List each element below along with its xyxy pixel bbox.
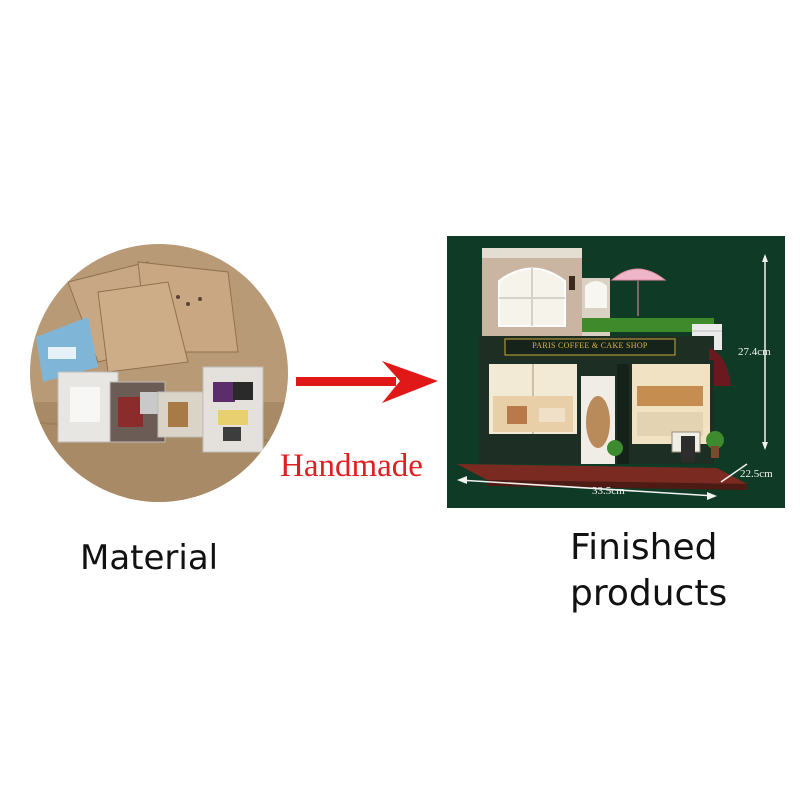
height-dimension: 27.4cm <box>738 346 771 358</box>
handmade-label: Handmade <box>280 448 423 484</box>
width-dimension: 33.5cm <box>592 485 625 497</box>
finished-label-line1: Finished <box>570 527 718 568</box>
right-arrow-icon <box>296 361 438 403</box>
material-photo <box>30 244 288 502</box>
finished-product-photo <box>447 236 785 508</box>
shop-sign-text: PARIS COFFEE & CAKE SHOP <box>532 341 648 350</box>
finished-products-label: Finished products <box>570 525 727 617</box>
depth-dimension: 22.5cm <box>740 468 773 480</box>
finished-label-line2: products <box>570 573 728 614</box>
material-label: Material <box>80 538 219 578</box>
